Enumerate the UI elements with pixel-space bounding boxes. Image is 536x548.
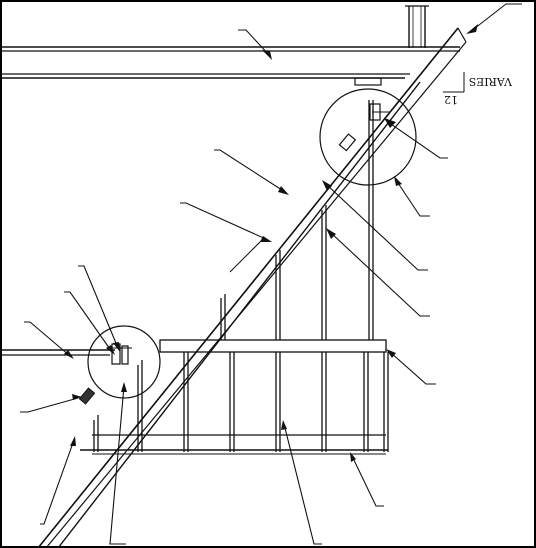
detail-circle-upper — [319, 88, 417, 186]
slope-label: 12 — [444, 93, 458, 106]
upper-floor-beam — [0, 46, 460, 79]
detail-circle-lower — [87, 325, 161, 399]
vertical-posts — [220, 100, 374, 340]
upper-post — [405, 5, 429, 48]
lower-connection-detail — [78, 343, 132, 405]
diagonal-stringer — [37, 27, 467, 548]
dimension-label: VARIES — [469, 75, 513, 88]
lower-landing-beam — [0, 339, 387, 356]
rebar-cage — [80, 352, 389, 455]
upper-connection-detail — [338, 103, 390, 152]
bearing-plate — [354, 77, 382, 86]
leader-lines — [20, 3, 522, 545]
slope-indicator — [443, 72, 465, 93]
